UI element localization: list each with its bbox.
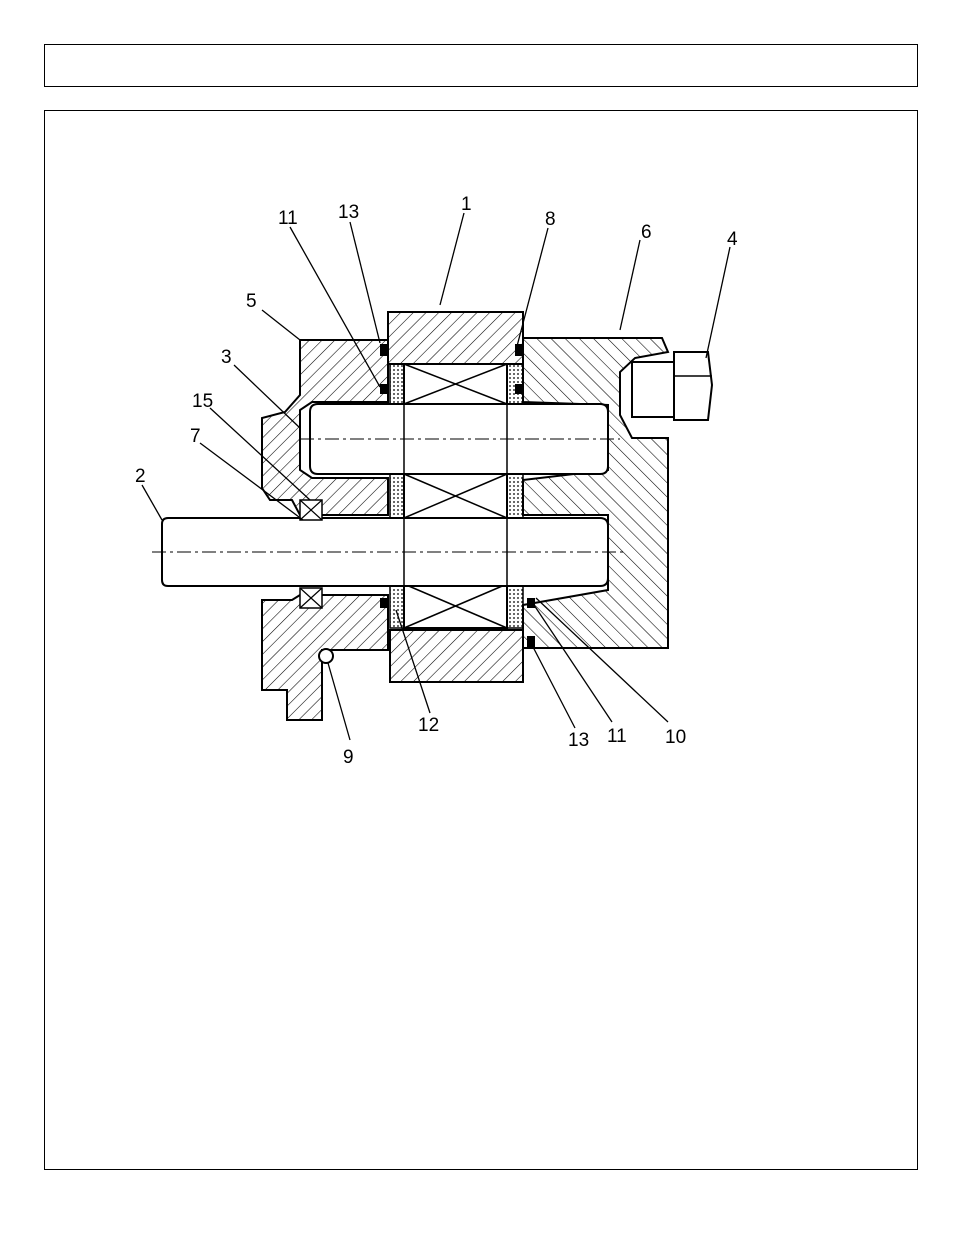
callout-8: 8 (545, 209, 556, 230)
callout-15: 15 (192, 391, 213, 412)
callout-4: 4 (727, 229, 738, 250)
callout-2: 2 (135, 466, 146, 487)
callout-13-bottom: 13 (568, 730, 589, 751)
callout-5: 5 (246, 291, 257, 312)
callout-12: 12 (418, 715, 439, 736)
callout-3: 3 (221, 347, 232, 368)
callout-7: 7 (190, 426, 201, 447)
drive-shaft (152, 518, 625, 586)
callout-6: 6 (641, 222, 652, 243)
plug-bolt (632, 352, 712, 420)
upper-shaft (300, 404, 620, 474)
callout-10: 10 (665, 727, 686, 748)
o-ring (319, 649, 333, 663)
callout-1: 1 (461, 194, 472, 215)
callout-13-top: 13 (338, 202, 359, 223)
callout-11-bottom: 11 (607, 726, 627, 747)
callout-11-top: 11 (278, 208, 298, 229)
callout-9: 9 (343, 747, 354, 768)
